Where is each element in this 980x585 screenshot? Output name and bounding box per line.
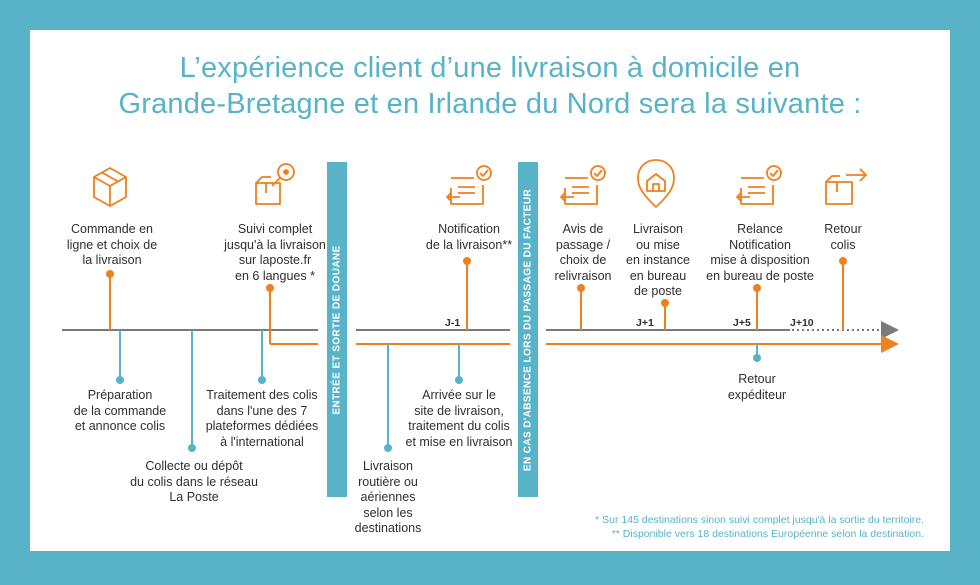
tick-j-plus-1: J+1: [636, 317, 654, 329]
title-line-2: Grande-Bretagne et en Irlande du Nord se…: [118, 88, 862, 120]
step-notification: Notification de la livraison**: [425, 222, 513, 252]
envelope-check-icon: [446, 165, 492, 205]
envelope-check-icon-3: [736, 165, 782, 205]
customs-divider: ENTRÉE ET SORTIE DE DOUANE: [327, 162, 347, 497]
title-line-1: L’expérience client d’une livraison à do…: [179, 52, 801, 84]
absence-divider: EN CAS D'ABSENCE LORS DU PASSAGE DU FACT…: [518, 162, 538, 497]
step-livraison: Livraison ou mise en instance en bureau …: [626, 222, 690, 298]
absence-divider-label: EN CAS D'ABSENCE LORS DU PASSAGE DU FACT…: [522, 188, 534, 471]
envelope-check-icon-2: [560, 165, 606, 205]
footnote-1: * Sur 145 destinations sinon suivi compl…: [595, 514, 924, 526]
step-transport: Livraison routière ou aériennes selon le…: [354, 459, 422, 535]
tick-j-plus-10: J+10: [790, 317, 814, 329]
map-pin-box-icon: [255, 163, 295, 205]
footnote-2: ** Disponible vers 18 destinations Europ…: [611, 528, 924, 540]
tick-j-minus-1: J-1: [445, 317, 461, 329]
blue-dots: [116, 354, 761, 452]
step-relance: Relance Notification mise à disposition …: [706, 222, 814, 283]
step-arrivee: Arrivée sur le site de livraison, traite…: [405, 388, 513, 449]
orange-connectors: [109, 261, 844, 344]
step-preparation: Préparation de la commande et annonce co…: [73, 388, 167, 433]
step-retour-colis: Retour colis: [824, 222, 862, 252]
orange-dots: [106, 257, 847, 307]
step-avis: Avis de passage / choix de relivraison: [554, 222, 612, 283]
step-traitement: Traitement des colis dans l'une des 7 pl…: [205, 388, 319, 449]
box-icon: [93, 167, 127, 207]
content-panel: [30, 30, 950, 551]
location-pin-icon: [637, 159, 675, 208]
step-suivi: Suivi complet jusqu'à la livraison sur l…: [224, 222, 326, 283]
step-commande: Commande en ligne et choix de la livrais…: [66, 222, 158, 267]
step-retour-expediteur: Retour expéditeur: [727, 372, 787, 402]
tick-j-plus-5: J+5: [733, 317, 751, 329]
blue-connectors: [119, 330, 758, 448]
step-collecte: Collecte ou dépôt du colis dans le résea…: [130, 459, 258, 504]
return-box-icon: [825, 168, 867, 205]
